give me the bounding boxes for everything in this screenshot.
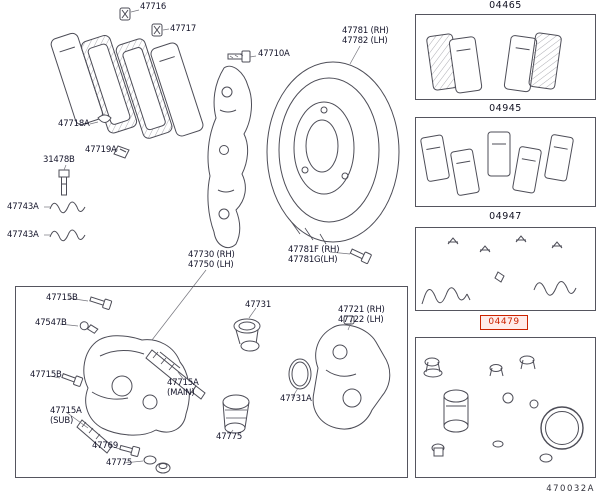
part-label-47775-left[interactable]: 47775 [106,458,133,468]
part-label-47717[interactable]: 47717 [170,24,197,34]
piston-drawing [222,394,250,434]
slide-pin-main-drawing [145,349,206,400]
pad-clip-icons [97,7,163,159]
kit-label-04479-highlighted[interactable]: 04479 [480,315,528,330]
pin-31478B-drawing [58,169,70,196]
part-label-47716[interactable]: 47716 [140,2,167,12]
part-label-47775-center[interactable]: 47775 [216,432,243,442]
part-label-47721-47722[interactable]: 47721 (RH) 47722 (LH) [338,305,385,325]
caliper-bracket-drawing [207,65,252,248]
caliper-housing-drawing [312,315,391,430]
diagram-doc-code: 470032A [546,484,595,494]
springs-47743A-drawing [49,201,86,242]
kit-label-04947[interactable]: 04947 [489,211,522,222]
brake-pads-drawing [50,32,204,139]
dust-shield-drawing [266,61,400,245]
part-label-47710A[interactable]: 47710A [258,49,290,59]
part-label-47743A-upper[interactable]: 47743A [7,202,39,212]
part-label-47731A[interactable]: 47731A [280,394,312,404]
boot-caps-drawing [143,455,171,474]
part-label-47715A-main[interactable]: 47715A (MAIN) [167,378,199,398]
part-label-47731[interactable]: 47731 [245,300,272,310]
part-label-47781-47782[interactable]: 47781 (RH) 47782 (LH) [342,26,389,46]
pin-bolts-drawing [61,296,141,457]
bolt-47710A-drawing [227,50,251,63]
part-label-47715B-upper[interactable]: 47715B [46,293,78,303]
part-label-47730-47750[interactable]: 47730 (RH) 47750 (LH) [188,250,235,270]
kit-04947-drawing [421,235,577,305]
part-label-47547B[interactable]: 47547B [35,318,67,328]
part-label-47718A[interactable]: 47718A [58,119,90,129]
part-label-31478B[interactable]: 31478B [43,155,75,165]
part-label-47769[interactable]: 47769 [92,441,119,451]
seal-ring-drawing [288,358,312,390]
slide-pin-sub-drawing [76,419,113,454]
part-label-47715A-sub[interactable]: 47715A (SUB) [50,406,82,426]
leader-lines [44,9,361,464]
kit-04465-drawing [426,32,562,94]
part-label-47715B-lower[interactable]: 47715B [30,370,62,380]
part-label-47781F-47781G[interactable]: 47781F (RH) 47781G(LH) [288,245,340,265]
kit-label-04465[interactable]: 04465 [489,0,522,11]
bolt-47781F-drawing [349,248,372,265]
cylinder-boot-drawing [233,318,261,352]
kit-label-04945[interactable]: 04945 [489,103,522,114]
kit-04945-drawing [420,131,574,196]
kit-04479-drawing [423,355,584,463]
part-label-47719A[interactable]: 47719A [85,145,117,155]
part-label-47743A-lower[interactable]: 47743A [7,230,39,240]
